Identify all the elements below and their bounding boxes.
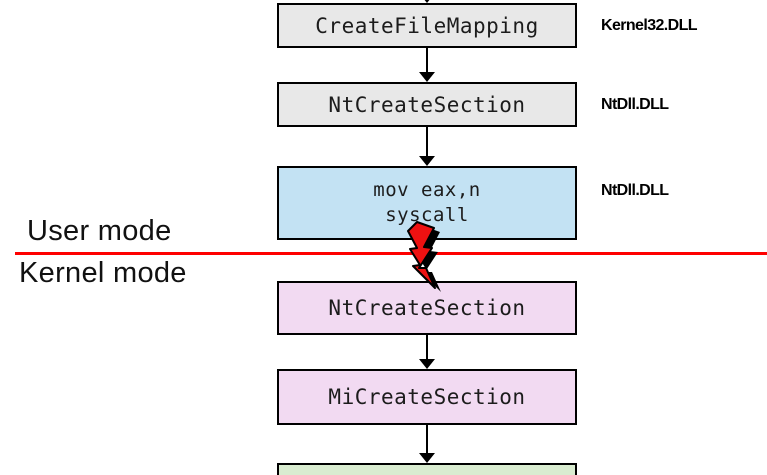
flow-box-ntcreatesection-user: NtCreateSection: [277, 82, 577, 127]
module-label-kernel32: Kernel32.DLL: [601, 17, 698, 34]
flow-box-ntcreatesection-kernel: NtCreateSection: [277, 281, 577, 335]
flow-box-bottom-partial: [277, 463, 577, 475]
asm-line-syscall: syscall: [385, 204, 469, 226]
flow-box-label: NtCreateSection: [328, 92, 526, 117]
arrow-down-icon: [419, 453, 435, 463]
lightning-bolt-icon: [407, 221, 441, 292]
flow-box-label: MiCreateSection: [328, 385, 526, 409]
arrow-stem: [426, 48, 428, 73]
arrow-stem: [426, 425, 428, 454]
arrow-stem: [426, 127, 428, 157]
asm-line-mov: mov eax,n: [373, 179, 481, 201]
user-mode-label: User mode: [27, 215, 172, 247]
kernel-mode-label: Kernel mode: [19, 257, 187, 289]
module-label-ntdll-2: NtDll.DLL: [601, 182, 669, 199]
arrow-down-icon: [419, 0, 435, 3]
flow-box-createfilemapping: CreateFileMapping: [277, 3, 577, 48]
arrow-down-icon: [419, 359, 435, 369]
arrow-down-icon: [419, 72, 435, 82]
flow-box-label: NtCreateSection: [328, 296, 526, 320]
flow-box-label: CreateFileMapping: [315, 13, 539, 38]
mode-divider-line: [15, 252, 767, 255]
flow-box-micreatesection: MiCreateSection: [277, 369, 577, 425]
module-label-ntdll-1: NtDll.DLL: [601, 96, 669, 113]
arrow-stem: [426, 335, 428, 360]
arrow-down-icon: [419, 156, 435, 166]
